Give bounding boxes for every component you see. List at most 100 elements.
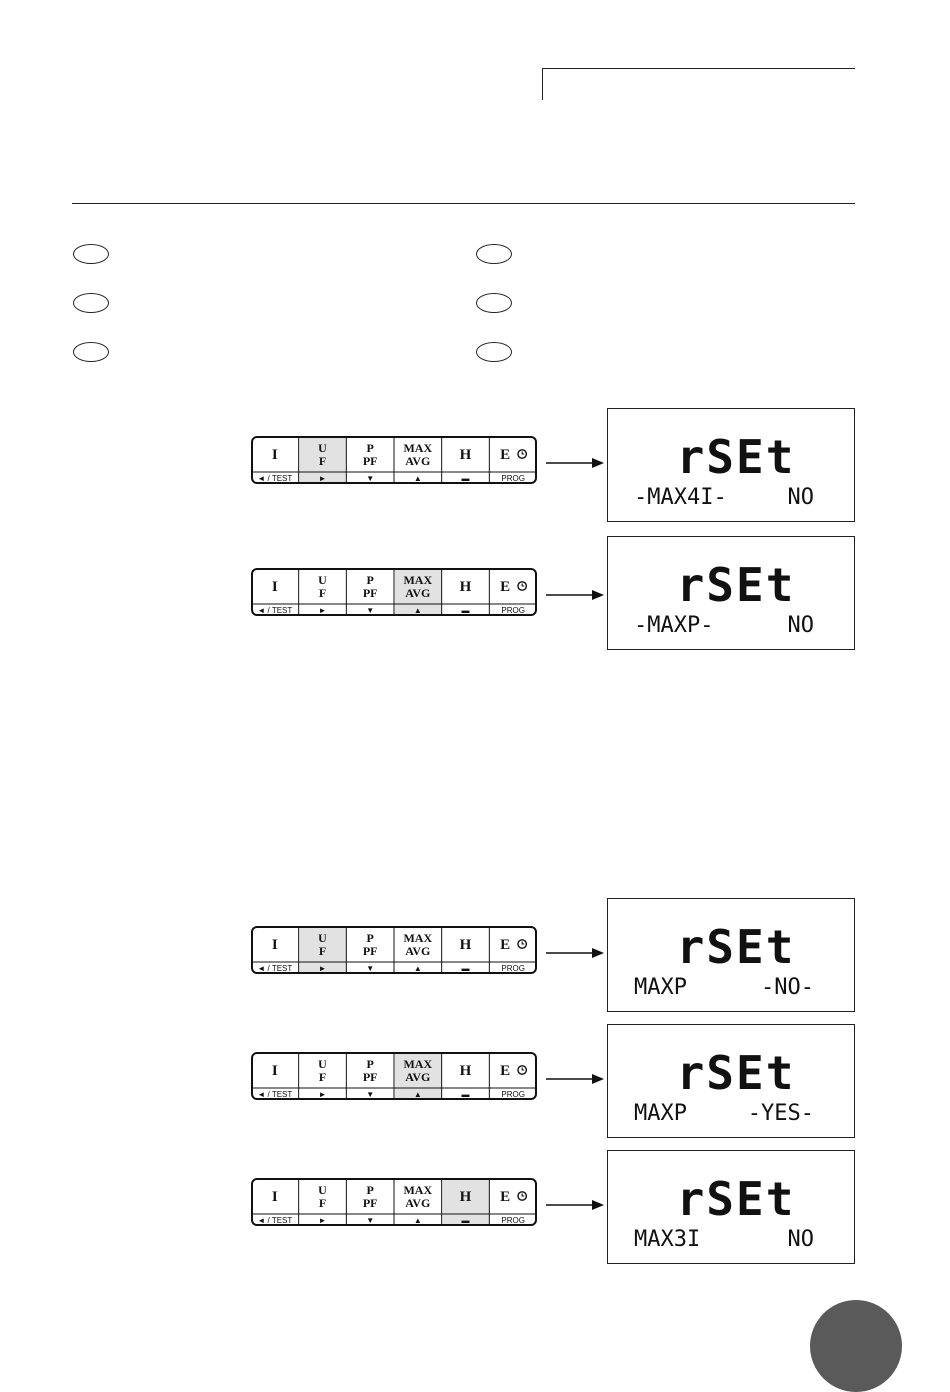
arrow-right-icon [546, 1198, 606, 1212]
key-label: PF [363, 586, 378, 600]
key-label: F [319, 1070, 326, 1084]
key-sublabel: ► [319, 474, 327, 483]
key-sublabel: ▬ [462, 964, 470, 973]
key-label: AVG [405, 1070, 430, 1084]
key-sublabel: ▬ [462, 1216, 470, 1225]
header-box [542, 68, 855, 100]
key-sublabel: ▼ [366, 1216, 374, 1225]
key-label: MAX [403, 441, 432, 455]
keypad-key-3[interactable]: PPF ▼ [363, 931, 378, 973]
arrow-right-icon [546, 588, 606, 602]
lcd-line1: rSEt [677, 558, 796, 612]
keypad-key-2[interactable]: UF► [318, 931, 327, 973]
language-marker [476, 342, 512, 362]
key-label: PF [363, 1070, 378, 1084]
keypad-key-3[interactable]: PPF▼ [363, 573, 378, 615]
lcd-line2-left: MAXP [634, 975, 687, 1000]
key-label: MAX [403, 573, 432, 587]
arrow-right-icon [546, 1072, 606, 1086]
key-label: AVG [405, 1196, 430, 1210]
keypad-key-5[interactable]: H▬ [460, 937, 472, 973]
key-label: PF [363, 454, 378, 468]
keypad-key-1[interactable]: I◄ / TEST [257, 1189, 292, 1225]
key-sublabel: ▬ [462, 474, 470, 483]
key-sublabel: ▼ [366, 474, 374, 483]
key-label: P [366, 441, 373, 455]
header-rule [72, 203, 855, 204]
key-sublabel: ▲ [414, 1090, 422, 1099]
key-label: PF [363, 1196, 378, 1210]
key-sublabel: ▼ [366, 964, 374, 973]
keypad-key-3[interactable]: PPF ▼ [363, 441, 378, 483]
keypad-key-5[interactable]: H▬ [460, 1063, 472, 1099]
language-marker [73, 244, 109, 264]
key-sublabel: PROG [501, 474, 525, 483]
keypad-key-3[interactable]: PPF ▼ [363, 1183, 378, 1225]
lcd-line2-right: NO [788, 1227, 815, 1252]
key-label: U [318, 931, 327, 945]
keypad-key-6[interactable]: E PROG [500, 1189, 528, 1225]
lcd-line2-left: MAX3I [634, 1227, 700, 1252]
key-label: I [272, 579, 278, 595]
key-label: MAX [403, 1183, 432, 1197]
key-label: H [460, 1189, 472, 1205]
keypad-key-5[interactable]: H▬ [460, 447, 472, 483]
lcd-line2-left: MAXP [634, 1101, 687, 1126]
lcd-line2-left: -MAX4I- [634, 485, 727, 510]
key-sublabel: ▬ [462, 1090, 470, 1099]
key-label: E [500, 1189, 510, 1205]
key-label: U [318, 573, 327, 587]
keypad-key-2[interactable]: UF► [318, 441, 327, 483]
keypad-key-1[interactable]: I◄ / TEST [257, 447, 292, 483]
language-marker [73, 342, 109, 362]
keypad-key-5[interactable]: H▬ [460, 1189, 472, 1225]
key-label: PF [363, 944, 378, 958]
key-label: P [366, 931, 373, 945]
key-sublabel: PROG [501, 1090, 525, 1099]
key-sublabel: PROG [501, 1216, 525, 1225]
keypad-key-5[interactable]: H▬ [460, 579, 472, 615]
keypad-key-1[interactable]: I◄ / TEST [257, 1063, 292, 1099]
key-label: MAX [403, 1057, 432, 1071]
key-label: H [460, 937, 472, 953]
lcd-line2-right: -YES- [748, 1101, 814, 1126]
language-marker [73, 293, 109, 313]
lcd-line1: rSEt [677, 430, 796, 484]
key-label: F [319, 944, 326, 958]
key-label: P [366, 1183, 373, 1197]
lcd-line1: rSEt [677, 920, 796, 974]
page-number-badge [810, 1300, 902, 1392]
key-sublabel: ▲ [414, 474, 422, 483]
key-label: AVG [405, 454, 430, 468]
keypad-key-2[interactable]: UF► [318, 1057, 327, 1099]
key-sublabel: ▲ [414, 1216, 422, 1225]
keypad-key-3[interactable]: PPF▼ [363, 1057, 378, 1099]
lcd-line2-right: NO [788, 485, 815, 510]
arrow-right-icon [546, 456, 606, 470]
keypad-key-1[interactable]: I◄ / TEST [257, 937, 292, 973]
key-label: U [318, 1057, 327, 1071]
keypad-key-1[interactable]: I◄ / TEST [257, 579, 292, 615]
keypad-key-2[interactable]: UF► [318, 1183, 327, 1225]
key-sublabel: ◄ / TEST [257, 1090, 292, 1099]
key-label: F [319, 454, 326, 468]
lcd-display: rSEt-MAXP-NO [607, 536, 855, 650]
key-label: E [500, 937, 510, 953]
keypad-key-2[interactable]: UF► [318, 573, 327, 615]
clock-icon [517, 449, 528, 459]
lcd-line1: rSEt [677, 1172, 796, 1226]
clock-icon [517, 939, 528, 949]
